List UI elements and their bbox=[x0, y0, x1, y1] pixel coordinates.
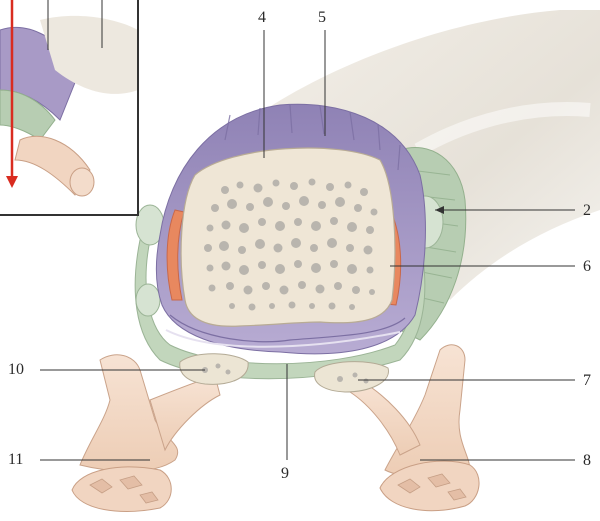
label-6: 6 bbox=[583, 259, 591, 275]
label-11: 11 bbox=[8, 452, 23, 468]
label-4: 4 bbox=[258, 10, 266, 26]
inset-panel bbox=[0, 0, 138, 215]
label-9: 9 bbox=[281, 466, 289, 482]
label-8: 8 bbox=[583, 453, 591, 469]
meniscus-left bbox=[180, 354, 248, 385]
femur-cross-section bbox=[181, 148, 395, 326]
label-5: 5 bbox=[318, 10, 326, 26]
meniscus-right bbox=[315, 362, 389, 392]
label-7: 7 bbox=[583, 373, 591, 389]
label-10: 10 bbox=[8, 362, 24, 378]
label-2: 2 bbox=[583, 203, 591, 219]
